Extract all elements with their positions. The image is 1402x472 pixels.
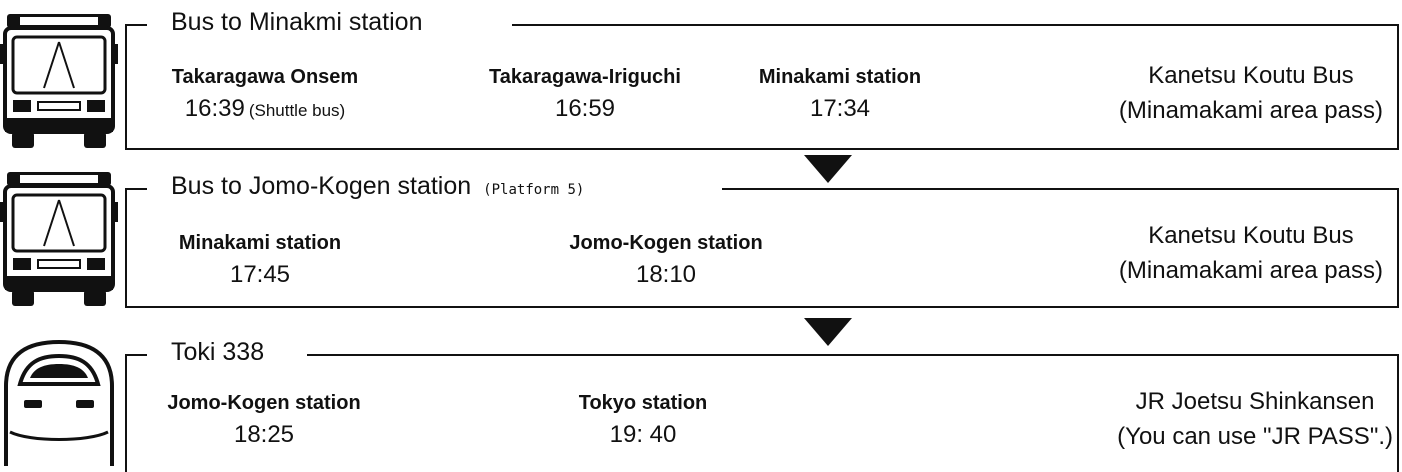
operator: Kanetsu Koutu Bus (Minamakami area pass) xyxy=(1119,218,1383,288)
leg-1: Bus to Minakmi station Takaragawa Onsem … xyxy=(0,0,1402,160)
operator: JR Joetsu Shinkansen (You can use "JR PA… xyxy=(1117,384,1393,454)
pass-note: (Minamakami area pass) xyxy=(1118,97,1383,124)
stop-time: 18:10 xyxy=(635,261,697,288)
stop: Tokyo station 19: 40 xyxy=(551,392,735,449)
stop: Minakami station 17:45 xyxy=(155,232,365,289)
stop-note: (Shuttle bus) xyxy=(248,101,346,120)
down-arrow-icon xyxy=(804,318,852,346)
stop-time: 17:45 xyxy=(229,261,291,288)
stop-name: Minakami station xyxy=(758,66,922,88)
operator-name: Kanetsu Koutu Bus xyxy=(1148,222,1354,249)
stop-time: 16:39(Shuttle bus) xyxy=(184,95,346,122)
stop-name: Takaragawa Onsem xyxy=(171,66,359,88)
leg-box: Toki 338 Jomo-Kogen station 18:25 Tokyo … xyxy=(125,337,1399,472)
stop: Jomo-Kogen station 18:10 xyxy=(535,232,797,289)
stop: Jomo-Kogen station 18:25 xyxy=(149,392,379,449)
stop: Minakami station 17:34 xyxy=(729,66,951,123)
pass-note: (You can use "JR PASS".) xyxy=(1117,423,1393,450)
stop-time: 19: 40 xyxy=(609,421,677,448)
stop: Takaragawa Onsem 16:39(Shuttle bus) xyxy=(155,66,375,123)
stop-time: 18:25 xyxy=(233,421,295,448)
leg-box: Bus to Minakmi station Takaragawa Onsem … xyxy=(125,7,1399,150)
stop-name: Takaragawa-Iriguchi xyxy=(489,66,681,88)
shinkansen-icon xyxy=(3,339,114,466)
leg-title: Toki 338 xyxy=(165,337,283,371)
platform-label: (Platform 5) xyxy=(483,182,585,198)
leg-box: Bus to Jomo-Kogen station(Platform 5) Mi… xyxy=(125,171,1399,308)
down-arrow-icon xyxy=(804,155,852,183)
stop-time: 16:59 xyxy=(554,95,616,122)
leg-title: Bus to Minakmi station xyxy=(165,7,441,41)
pass-note: (Minamakami area pass) xyxy=(1118,257,1383,284)
operator-name: Kanetsu Koutu Bus xyxy=(1148,62,1354,89)
stop: Takaragawa-Iriguchi 16:59 xyxy=(457,66,713,123)
stop-name: Jomo-Kogen station xyxy=(569,232,763,254)
stop-time: 17:34 xyxy=(809,95,871,122)
stop-name: Tokyo station xyxy=(578,392,708,414)
leg-3: Toki 338 Jomo-Kogen station 18:25 Tokyo … xyxy=(0,320,1402,472)
bus-icon xyxy=(0,14,118,148)
bus-icon xyxy=(0,172,118,306)
leg-2: Bus to Jomo-Kogen station(Platform 5) Mi… xyxy=(0,160,1402,310)
leg-title: Bus to Jomo-Kogen station(Platform 5) xyxy=(165,171,591,205)
stop-name: Minakami station xyxy=(178,232,342,254)
operator-name: JR Joetsu Shinkansen xyxy=(1135,388,1375,415)
operator: Kanetsu Koutu Bus (Minamakami area pass) xyxy=(1119,58,1383,128)
stop-name: Jomo-Kogen station xyxy=(167,392,361,414)
